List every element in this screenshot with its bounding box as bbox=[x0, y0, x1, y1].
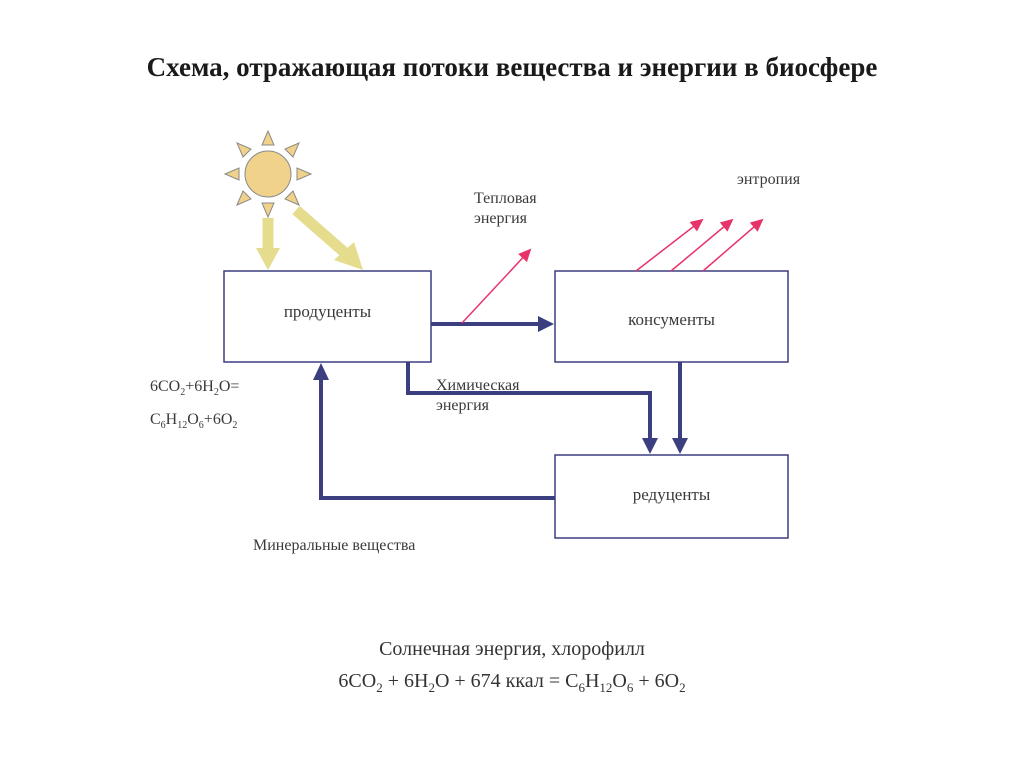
heat-energy-label: Тепловая энергия bbox=[474, 189, 537, 229]
arrow-producers-to-consumers bbox=[431, 316, 554, 332]
sun-ray-arrow-diagonal bbox=[292, 205, 363, 270]
producers-box bbox=[223, 270, 432, 363]
sun-icon bbox=[223, 129, 313, 219]
arrow-reducers-to-producers bbox=[313, 363, 555, 500]
side-equation-line1: 6CO2+6H2O= bbox=[150, 378, 240, 399]
arrow-consumers-to-reducers bbox=[672, 362, 688, 454]
side-equation-line2: C6H12O6+6O2 bbox=[150, 411, 238, 432]
chemical-energy-label: Химическая энергия bbox=[436, 376, 519, 416]
arrow-producers-to-reducers bbox=[406, 362, 658, 454]
photosynthesis-condition: Солнечная энергия, хлорофилл bbox=[379, 638, 645, 660]
entropy-arrow-2 bbox=[670, 218, 734, 272]
side-equation: 6CO2+6H2O= C6H12O6+6O2 bbox=[150, 375, 239, 437]
reducers-label: редуценты bbox=[632, 485, 711, 504]
producers-label: продуценты bbox=[283, 302, 372, 321]
consumers-label: консументы bbox=[628, 310, 715, 329]
heat-energy-line2: энергия bbox=[474, 210, 528, 227]
heat-energy-arrow bbox=[461, 248, 532, 324]
minerals-label: Минеральные вещества bbox=[253, 537, 416, 554]
heat-energy-line1: Тепловая bbox=[474, 190, 537, 207]
page-title: Схема, отражающая потоки вещества и энер… bbox=[146, 52, 878, 82]
entropy-arrow-3 bbox=[702, 218, 764, 272]
entropy-label: энтропия bbox=[737, 171, 801, 188]
photosynthesis-equation: 6CO2 + 6H2O + 674 ккал = C6H12O6 + 6O2 bbox=[338, 670, 686, 695]
sun-ray-arrow-down bbox=[256, 218, 280, 270]
chemical-energy-line1: Химическая bbox=[436, 377, 520, 394]
consumers-box bbox=[554, 270, 789, 363]
chemical-energy-line2: энергия bbox=[436, 397, 490, 414]
entropy-arrow-1 bbox=[635, 218, 704, 272]
